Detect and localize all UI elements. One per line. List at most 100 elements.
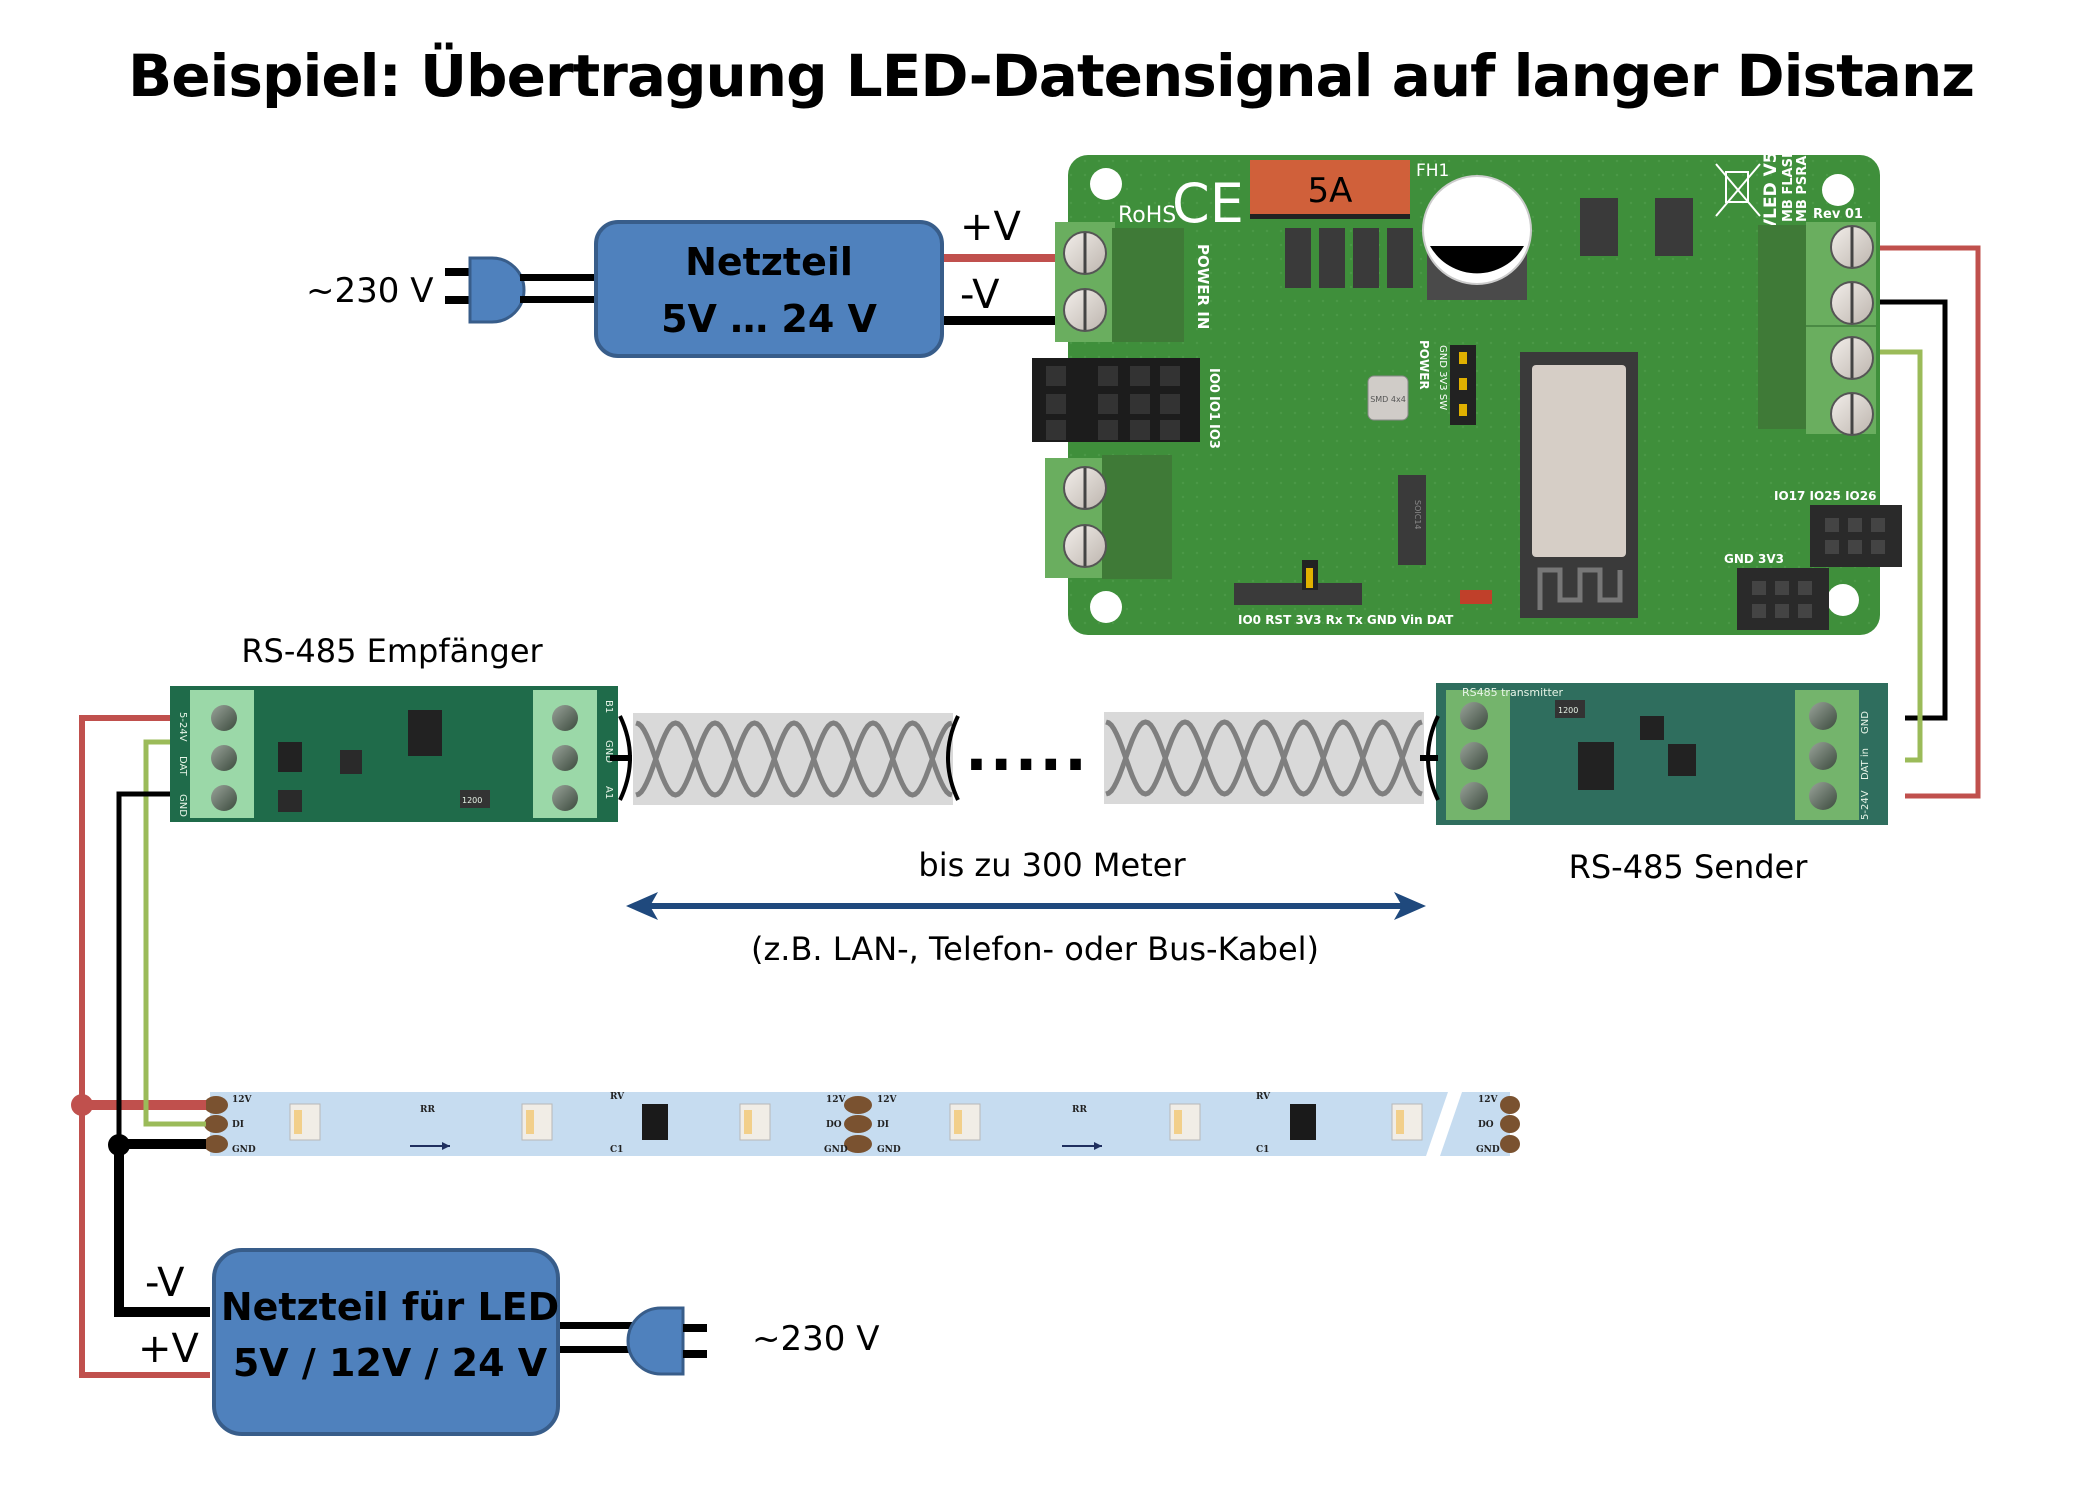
header-right-top-label: IO17 IO25 IO26 <box>1774 489 1876 503</box>
right-pin-headers <box>1737 505 1902 630</box>
led-psu-plug-icon <box>626 1306 685 1376</box>
jumper-label: GND 3V3 SW <box>1437 345 1448 410</box>
led-chip <box>1169 1103 1201 1141</box>
ground-junction <box>108 1134 130 1156</box>
page-title: Beispiel: Übertragung LED-Datensignal au… <box>128 41 1974 110</box>
bottom-plus-label: +V <box>138 1326 200 1372</box>
fuse <box>1250 160 1410 216</box>
esp32-module <box>1520 352 1638 618</box>
strip-end-12v: 12V <box>1478 1095 1499 1105</box>
wire-data-left <box>143 739 206 1127</box>
receiver-pin-gnd: GND <box>177 794 188 817</box>
sender-pin-gnd: GND <box>1860 711 1871 734</box>
led-psu-line2: 5V / 12V / 24 V <box>233 1341 548 1385</box>
io-labels: IO0 <box>1206 368 1221 393</box>
sender-pin-dat-in: DAT in <box>1860 748 1871 780</box>
strip-marking-rv-2: RV <box>1256 1092 1271 1102</box>
io-pin-header <box>1032 358 1200 442</box>
twisted-pair-cable: ..... <box>610 712 1440 805</box>
top-mains-label: ~230 V <box>306 271 433 311</box>
top-positive-wire <box>944 254 1060 262</box>
board-revision: Rev 01 <box>1813 207 1863 222</box>
rs485-sender: 1200 RS485 transmitter 5-24V DAT in GND … <box>1436 683 1888 886</box>
fuse-rating: 5A <box>1308 171 1353 211</box>
rs485-receiver: RS-485 Empfänger 1200 5-24V DAT GND B1 G… <box>170 632 618 822</box>
led-controller-board: RoHS CE 5A FH1 VLED V57 MB FLASH <box>1032 140 1902 635</box>
led-psu-line1: Netzteil für LED <box>221 1285 559 1329</box>
receiver-pin-5-24v: 5-24V <box>177 712 188 742</box>
strip-marking-rv: RV <box>610 1092 625 1102</box>
bottom-pin-header <box>1234 560 1362 605</box>
strip-end-do: DO <box>1478 1120 1494 1130</box>
top-psu-line2: 5V … 24 V <box>661 297 877 341</box>
strip-mid-di-b: DI <box>877 1120 889 1130</box>
top-ground-wire <box>944 316 1060 325</box>
diodes <box>1285 228 1413 288</box>
led-chip <box>949 1103 981 1141</box>
positive-junction <box>71 1094 93 1116</box>
receiver-chip <box>408 710 442 756</box>
strip-driver-ic <box>642 1104 668 1140</box>
ce-mark: CE <box>1172 172 1244 235</box>
wire-positive-left <box>79 715 210 1378</box>
strip-marking-rr: RR <box>420 1105 435 1115</box>
led-chip <box>1391 1103 1423 1141</box>
strip-marking-rr-2: RR <box>1072 1105 1087 1115</box>
strip-pad-di: DI <box>232 1120 244 1130</box>
bottom-minus-label: -V <box>145 1260 185 1306</box>
inductor <box>1367 375 1409 421</box>
secondary-terminal <box>1045 455 1172 579</box>
strip-mid-do: DO <box>826 1120 842 1130</box>
board-version: VLED V57 <box>1761 140 1781 232</box>
top-psu-line1: Netzteil <box>685 240 853 284</box>
fuse-ref: FH1 <box>1416 161 1449 181</box>
strip-marking-c1-2: C1 <box>1256 1145 1269 1155</box>
diode-d2 <box>1460 590 1492 604</box>
power-label: POWER <box>1417 340 1431 390</box>
distance-label: bis zu 300 Meter <box>918 846 1186 884</box>
sender-pin-5-24v: 5-24V <box>1860 790 1871 820</box>
led-strip: 12V DI GND 12V DO GND 12V DI GND 12V DO … <box>204 1092 1520 1156</box>
controller-to-sender-wires <box>1880 245 1981 799</box>
left-wiring <box>71 715 210 1378</box>
strip-mid-gnd-b: GND <box>877 1145 901 1155</box>
cable-ellipsis: ..... <box>965 715 1089 785</box>
board-psram: MB PSRAM <box>1795 143 1810 222</box>
top-plug-icon <box>468 256 526 324</box>
led-chip <box>521 1103 553 1141</box>
strip-pad-12v-in: 12V <box>232 1095 253 1105</box>
io-label-1: IO1 <box>1206 396 1221 421</box>
wire-data-right <box>1880 349 1923 763</box>
receiver-pin-dat: DAT <box>177 756 188 777</box>
power-in-terminal <box>1055 222 1184 342</box>
wire-ground-left <box>116 791 170 1142</box>
wire-ground-psu <box>114 1144 210 1317</box>
sender-label: RS-485 Sender <box>1569 848 1809 886</box>
sender-chip <box>1578 742 1614 790</box>
strip-mid-gnd: GND <box>824 1145 848 1155</box>
top-plus-label: +V <box>960 204 1022 250</box>
strip-mid-12v: 12V <box>826 1095 847 1105</box>
top-power-supply: ~230 V Netzteil 5V … 24 V +V -V <box>306 204 1060 358</box>
receiver-label: RS-485 Empfänger <box>241 632 543 670</box>
receiver-pin-gnd-right: GND <box>603 740 614 763</box>
sender-resistor: 1200 <box>1558 706 1578 715</box>
led-chip <box>739 1103 771 1141</box>
strip-end-gnd: GND <box>1476 1145 1500 1155</box>
led-power-supply: -V +V Netzteil für LED 5V / 12V / 24 V ~… <box>138 1248 879 1436</box>
receiver-resistor: 1200 <box>462 796 482 805</box>
inductor-label: SMD 4x4 <box>1370 395 1406 404</box>
io-label-2: IO3 <box>1206 424 1221 449</box>
rohs-mark: RoHS <box>1118 203 1176 228</box>
wire-positive-right <box>1880 245 1981 799</box>
top-minus-label: -V <box>960 272 1000 318</box>
cable-types-label: (z.B. LAN-, Telefon- oder Bus-Kabel) <box>751 930 1319 968</box>
power-in-label: POWER IN <box>1194 244 1212 329</box>
strip-pad-gnd-in: GND <box>232 1145 256 1155</box>
weee-icon <box>1715 163 1761 217</box>
distance-arrow <box>626 892 1426 920</box>
soic-label: SOIC14 <box>1413 500 1422 530</box>
led-psu-mains-label: ~230 V <box>752 1319 879 1359</box>
output-terminal <box>1758 222 1876 436</box>
